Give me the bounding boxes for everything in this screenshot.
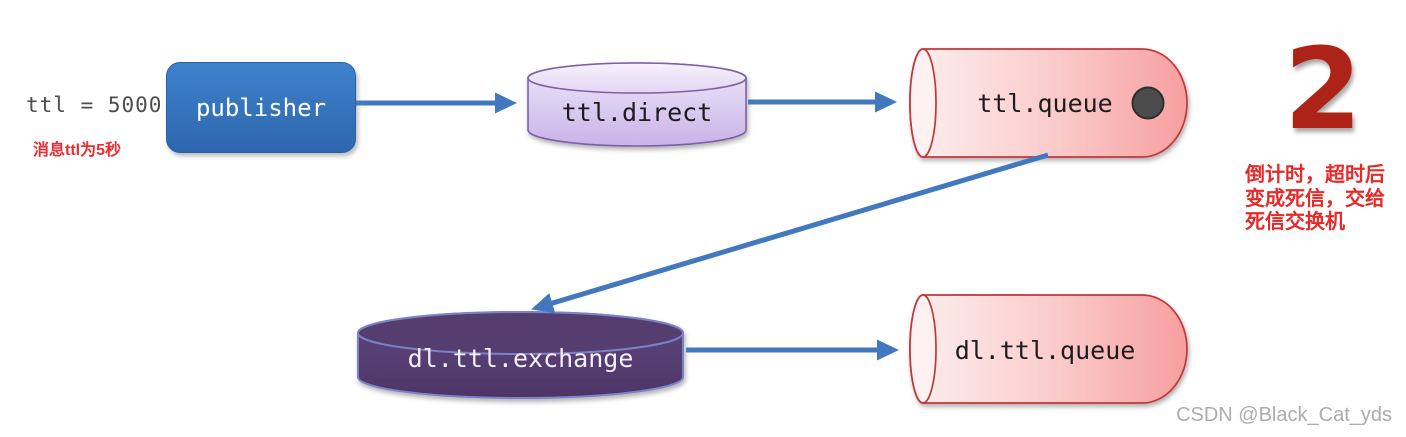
dl-ttl-queue-label: dl.ttl.queue	[954, 336, 1136, 365]
publisher-node: publisher	[166, 62, 356, 153]
step-note: 倒计时，超时后 变成死信，交给 死信交换机	[1245, 164, 1401, 235]
ttl-code-label: ttl = 5000	[26, 93, 163, 117]
step-note-line: 倒计时，超时后	[1245, 164, 1385, 186]
ttl-queue-label: ttl.queue	[977, 89, 1113, 118]
step-note-line: 变成死信，交给	[1245, 187, 1385, 210]
step-note-line: 死信交换机	[1245, 211, 1345, 233]
ttl-direct-label: ttl.direct	[561, 98, 713, 127]
watermark: CSDN @Black_Cat_yds	[1176, 404, 1392, 426]
publisher-label: publisher	[195, 93, 327, 122]
dl-ttl-exchange-label: dl.ttl.exchange	[407, 344, 634, 373]
step-number: 2	[1284, 25, 1362, 155]
ttl-caption-label: 消息ttl为5秒	[33, 142, 122, 159]
arrow-ttl-queue-to-dl-exchange	[531, 152, 1049, 314]
